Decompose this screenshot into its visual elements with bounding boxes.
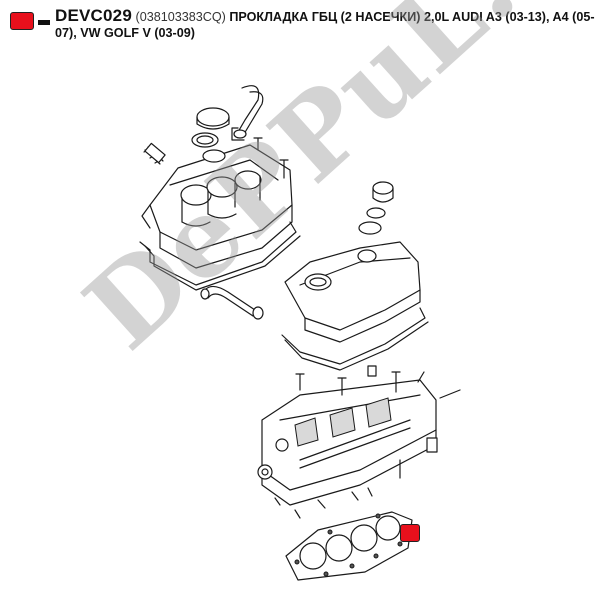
right-valve-cover [284, 241, 421, 343]
part-reference: (038103383CQ) [135, 10, 226, 24]
lower-breather-hose [200, 285, 264, 320]
part-code: DEVC029 [55, 6, 132, 25]
red-marker-icon [10, 12, 34, 30]
spring-clip [143, 142, 166, 165]
gasket-callout-marker[interactable] [400, 524, 420, 542]
upper-valve-cover [141, 144, 293, 269]
cylinder-head [257, 379, 437, 506]
head-gasket [285, 511, 413, 581]
upper-cover-gasket [139, 221, 301, 291]
breather-hose [231, 85, 264, 141]
head-bolts [274, 365, 461, 519]
header: DEVC029 (038103383CQ) ПРОКЛАДКА ГБЦ (2 Н… [10, 6, 595, 41]
cover-bolts [253, 137, 289, 179]
page-title: DEVC029 (038103383CQ) ПРОКЛАДКА ГБЦ (2 Н… [55, 6, 595, 41]
right-filler-cap [358, 181, 394, 235]
part-description: ПРОКЛАДКА ГБЦ (2 НАСЕЧКИ) 2,0L AUDI A3 (… [55, 10, 595, 40]
dash-icon [38, 20, 50, 25]
right-cover-gasket [281, 307, 429, 371]
oil-filler-cap [191, 107, 230, 163]
